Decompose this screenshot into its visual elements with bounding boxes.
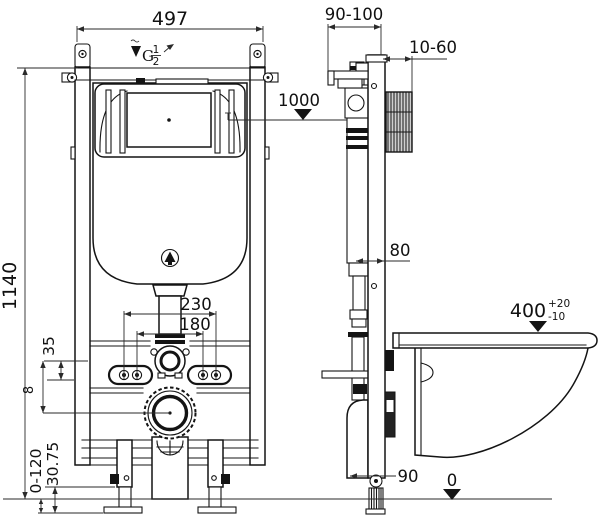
side-view — [321, 54, 598, 515]
front-view — [61, 43, 279, 514]
water-inlet-flange — [150, 345, 190, 379]
rail-tab-right — [264, 146, 270, 160]
panel-post — [105, 89, 112, 154]
rail-tab-left — [70, 146, 76, 160]
outlet-connector — [384, 391, 396, 438]
dim-inlet-offset: 35 — [40, 336, 58, 356]
dim-front-width: 497 — [152, 8, 188, 30]
dim-drain-offset: 8 — [22, 386, 37, 394]
supply-letter: G — [142, 47, 154, 65]
toilet-bowl-profile — [392, 332, 598, 459]
foot-plate-left — [103, 506, 143, 514]
dimensions: 497 1140 G 1 2 1000 90-100 — [0, 5, 570, 514]
window-center-mark — [167, 118, 171, 122]
dim-front-height: 1140 — [0, 262, 21, 310]
bowl-rim — [392, 332, 598, 349]
wall-bracket — [327, 62, 369, 89]
foot-lock-bolt-right — [221, 474, 230, 484]
rail-profile — [365, 54, 388, 479]
inlet-connector — [385, 350, 394, 371]
foot-plate-right — [197, 506, 237, 514]
dim-floor-level: 0 — [447, 471, 458, 490]
fill-valve — [347, 94, 365, 112]
rail-left — [74, 66, 91, 466]
dim-foot-adjust-range: 0-120 — [27, 448, 45, 493]
foot-tube-left — [118, 486, 132, 509]
dim-foot-height: 30.75 — [44, 442, 62, 486]
foot-lock-bolt-left — [110, 474, 119, 484]
dim-bowl-rim-height: 400 — [510, 300, 546, 322]
dim-flush-plate-depth: 10-60 — [409, 38, 457, 57]
panel-tab — [136, 78, 145, 85]
rail-foot — [365, 474, 386, 515]
dim-bolt-spacing-inner: 180 — [179, 315, 211, 334]
foot-plate — [365, 508, 386, 515]
adjustable-feet — [103, 439, 237, 514]
drain-elbow-profile — [346, 399, 369, 479]
cistern-profile — [344, 61, 370, 479]
dim-bolt-spacing-outer: 230 — [180, 295, 212, 314]
mounting-plate-right — [186, 364, 233, 386]
mounting-boss — [420, 362, 434, 383]
mounting-plate-left — [107, 364, 154, 386]
foot-tube-right — [208, 486, 222, 509]
water-mark-symbol — [160, 248, 180, 268]
panel-post — [228, 89, 235, 154]
rail-right — [249, 66, 266, 466]
mid-crossbars — [89, 340, 251, 394]
water-supply-symbol: G 1 2 — [130, 39, 174, 68]
bowl-body — [414, 346, 589, 459]
dim-flush-plate-level: 1000 — [278, 91, 320, 110]
dim-wall-bracket-depth: 90-100 — [325, 5, 383, 24]
flush-pipe — [152, 284, 188, 344]
flush-plate-access-panel — [94, 78, 246, 158]
panel-post — [119, 89, 126, 154]
flush-plate-block — [385, 91, 413, 153]
dim-bowl-rim-tol-minus: -10 — [548, 311, 565, 323]
dim-bowl-rim-tol-plus: +20 — [548, 298, 570, 310]
dim-frame-depth: 80 — [390, 241, 411, 260]
supply-fraction-numerator: 1 — [153, 44, 160, 56]
panel-post — [214, 89, 221, 154]
dim-drain-outlet-depth: 90 — [398, 467, 419, 486]
drain-assembly — [143, 386, 197, 500]
supply-fraction-denominator: 2 — [153, 56, 160, 68]
